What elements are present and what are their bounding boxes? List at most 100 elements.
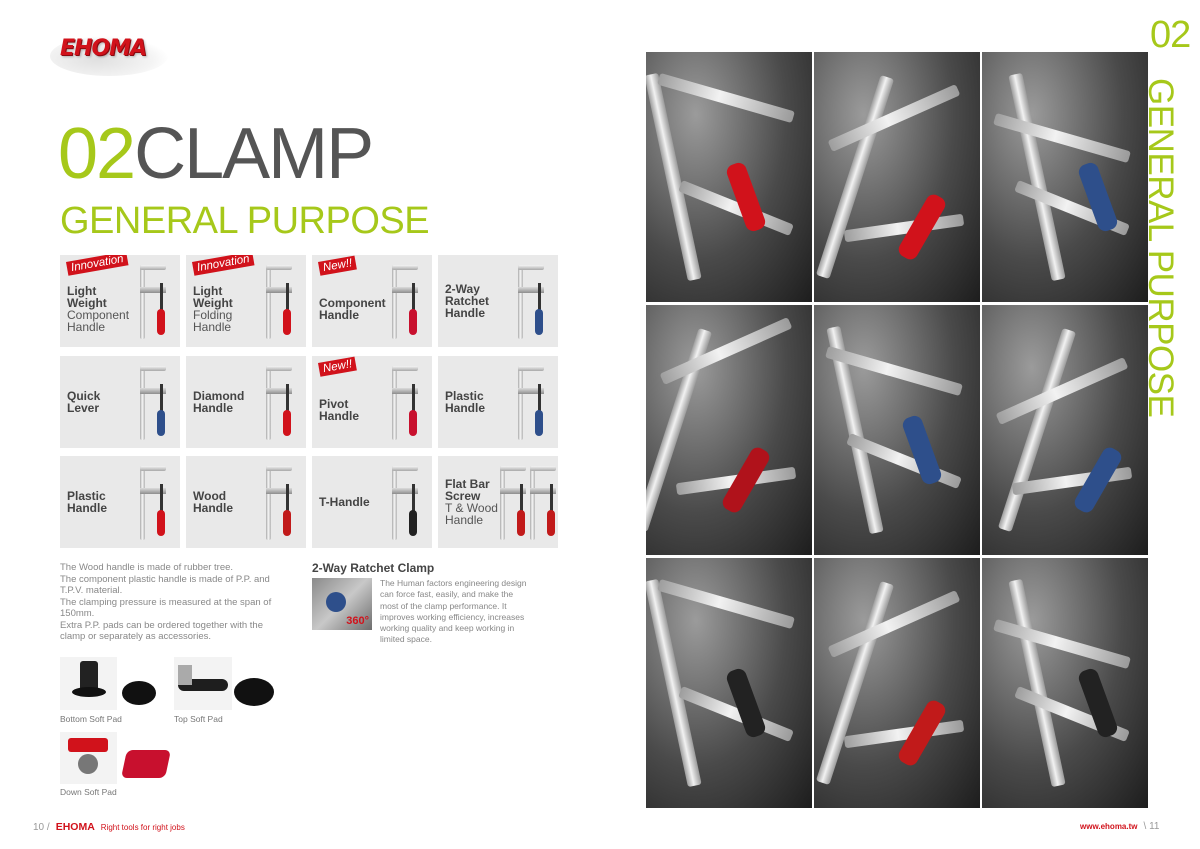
pad-caption: Top Soft Pad: [174, 714, 223, 724]
page-number: 10: [33, 822, 45, 833]
note-line: The Wood handle is made of rubber tree.: [60, 562, 234, 573]
product-title-line: Handle: [67, 501, 108, 515]
product-title-line: Handle: [193, 401, 234, 415]
product-title-line: Lever: [67, 401, 100, 415]
product-title-line: T-Handle: [319, 495, 370, 509]
product-title-line: Handle: [319, 308, 360, 322]
product-tag: New!!: [318, 356, 358, 377]
page-separator: \: [1143, 821, 1147, 832]
product-title-line: Wood: [193, 489, 227, 503]
product-title-line: Handle: [319, 409, 360, 423]
product-title-line: Component: [319, 296, 386, 310]
down-pad-block: [120, 744, 172, 782]
side-section-number: 02: [1150, 14, 1191, 56]
title-number: 02: [58, 114, 136, 194]
product-title-line: Flat Bar: [445, 477, 490, 491]
product-title-line: Handle: [445, 306, 486, 320]
page-subtitle: GENERAL PURPOSE: [60, 200, 430, 242]
product-sub-line: T & Wood: [445, 501, 498, 515]
title-word: CLAMP: [134, 114, 374, 194]
footer-left: 10 / EHOMA Right tools for right jobs: [33, 821, 185, 833]
product-tag: Innovation: [192, 255, 255, 276]
ratchet-title: 2-Way Ratchet Clamp: [312, 561, 435, 575]
clamp-photo: [982, 305, 1148, 555]
note-line: The component plastic handle is made of …: [60, 573, 270, 597]
clamp-photo: [814, 305, 980, 555]
bottom-soft-pad-image: [60, 657, 117, 710]
clamp-photo: [646, 305, 812, 555]
product-title-line: Pivot: [319, 397, 349, 411]
product-title-line: Light: [67, 284, 97, 298]
clamp-photo: [646, 52, 812, 302]
product-title-line: Weight: [67, 296, 107, 310]
product-title-line: Screw: [445, 489, 481, 503]
product-label: T-Handle: [319, 496, 370, 508]
product-title-line: Weight: [193, 296, 233, 310]
page-title: 02CLAMP: [58, 118, 374, 190]
ratchet-description: The Human factors engineering design can…: [380, 578, 527, 645]
pad-caption: Bottom Soft Pad: [60, 714, 122, 724]
footer-brand: EHOMA: [55, 821, 95, 833]
product-sub-line: Handle: [193, 320, 232, 334]
clamp-photo: [982, 52, 1148, 302]
clamp-photo: [814, 52, 980, 302]
product-title-line: Plastic: [445, 389, 484, 403]
product-title-line: Plastic: [67, 489, 106, 503]
product-tag: New!!: [318, 255, 358, 276]
ratchet-knob: [326, 592, 346, 612]
photo-grid: [646, 52, 1148, 808]
logo-text: EHOMA: [60, 36, 147, 61]
product-sub-line: Component: [67, 308, 130, 322]
product-title-line: Handle: [445, 401, 486, 415]
product-notes: The Wood handle is made of rubber tree. …: [60, 562, 280, 643]
product-title-line: Quick: [67, 389, 101, 403]
product-title-line: Diamond: [193, 389, 245, 403]
product-title-line: 2-Way: [445, 282, 480, 296]
logo-swoosh: [50, 36, 168, 76]
brand-logo: EHOMA: [50, 26, 170, 76]
top-pad-disc: [232, 674, 276, 710]
rotation-badge: 360°: [346, 615, 369, 627]
clamp-photo: [646, 558, 812, 808]
product-sub-line: Folding: [193, 308, 233, 322]
product-tag: Innovation: [66, 255, 129, 276]
footer-right: www.ehoma.tw \ 11: [1080, 821, 1159, 832]
top-soft-pad-image: [174, 657, 232, 710]
footer-url[interactable]: www.ehoma.tw: [1080, 822, 1138, 831]
side-section-title: GENERAL PURPOSE: [1141, 78, 1180, 418]
clamp-photo: [982, 558, 1148, 808]
note-line: Extra P.P. pads can be ordered together …: [60, 619, 263, 643]
clamp-photo: [814, 558, 980, 808]
product-sub-line: Handle: [67, 320, 106, 334]
footer-slogan: Right tools for right jobs: [100, 823, 185, 832]
product-title-line: Ratchet: [445, 294, 490, 308]
page-number: 11: [1149, 821, 1160, 832]
product-tile: T-Handle: [312, 456, 432, 548]
ratchet-image: 360°: [312, 578, 372, 630]
page-separator: /: [46, 822, 50, 833]
pad-caption: Down Soft Pad: [60, 787, 117, 797]
product-title-line: Handle: [193, 501, 234, 515]
